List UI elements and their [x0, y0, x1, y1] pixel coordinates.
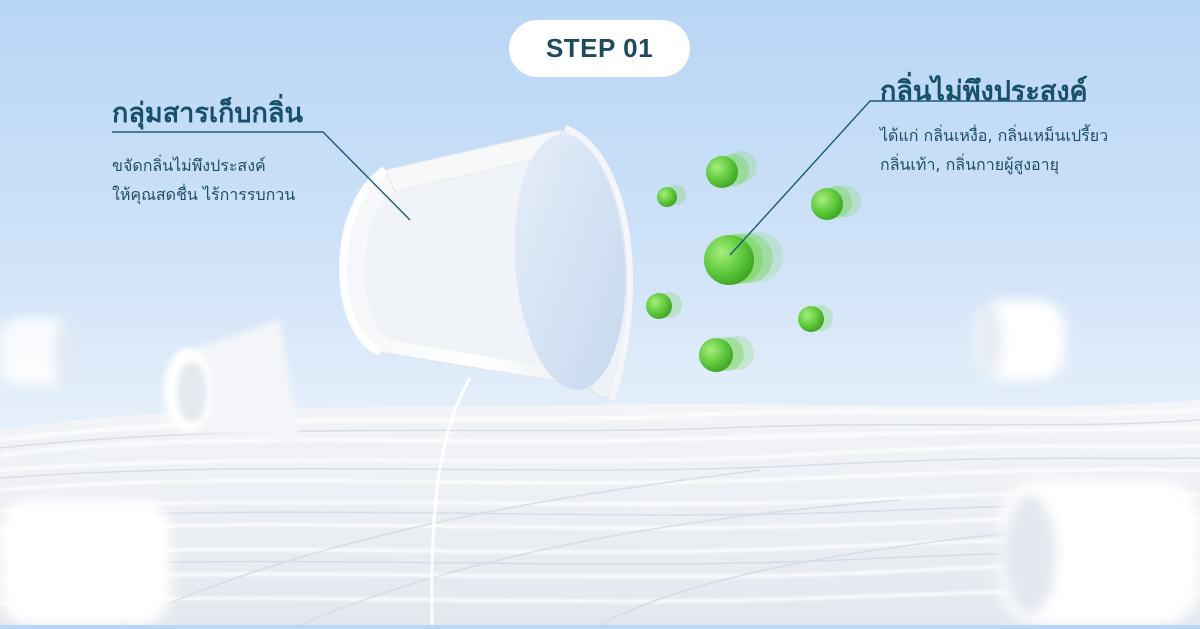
- absorber-description-line: ให้คุณสดชื่น ไร้การรบกวน: [112, 185, 296, 204]
- odor-capture-cup: [339, 125, 634, 401]
- blurred-cup-right-bottom: [1000, 480, 1200, 625]
- odor-description-line: กลิ่นเท้า, กลิ่นกายผู้สูงอายุ: [880, 155, 1059, 174]
- callout-leader-lines: [112, 100, 1085, 256]
- odor-particle: [798, 305, 833, 332]
- odor-particle: [646, 292, 682, 319]
- blurred-cup-left-mid: [164, 320, 300, 440]
- left-leader-line: [112, 131, 411, 221]
- odor-particle: [706, 151, 757, 188]
- odor-particle: [657, 185, 686, 207]
- right-leader-line: [729, 100, 1085, 256]
- odor-particles: [646, 151, 861, 372]
- blurred-cup-left-bottom: [0, 500, 170, 625]
- absorber-description: ขจัดกลิ่นไม่พึงประสงค์ ให้คุณสดชื่น ไร้ก…: [112, 151, 295, 209]
- odor-title: กลิ่นไม่พึงประสงค์: [880, 76, 1088, 107]
- odor-particle-large: [704, 232, 783, 285]
- absorber-title: กลุ่มสารเก็บกลิ่น: [112, 98, 303, 129]
- odor-particle: [811, 185, 861, 220]
- fiber-bed: [0, 400, 1200, 626]
- odor-description-line: ได้แก่ กลิ่นเหงื่อ, กลิ่นเหม็นเปรี้ยว: [880, 126, 1109, 145]
- odor-description: ได้แก่ กลิ่นเหงื่อ, กลิ่นเหม็นเปรี้ยว กล…: [880, 121, 1108, 179]
- blurred-cup-right-top: [975, 300, 1065, 380]
- step-badge: STEP 01: [509, 20, 690, 77]
- cup-strand: [430, 377, 472, 626]
- odor-particle: [699, 336, 754, 372]
- absorber-description-line: ขจัดกลิ่นไม่พึงประสงค์: [112, 156, 266, 175]
- blurred-cup-left-top: [0, 318, 75, 386]
